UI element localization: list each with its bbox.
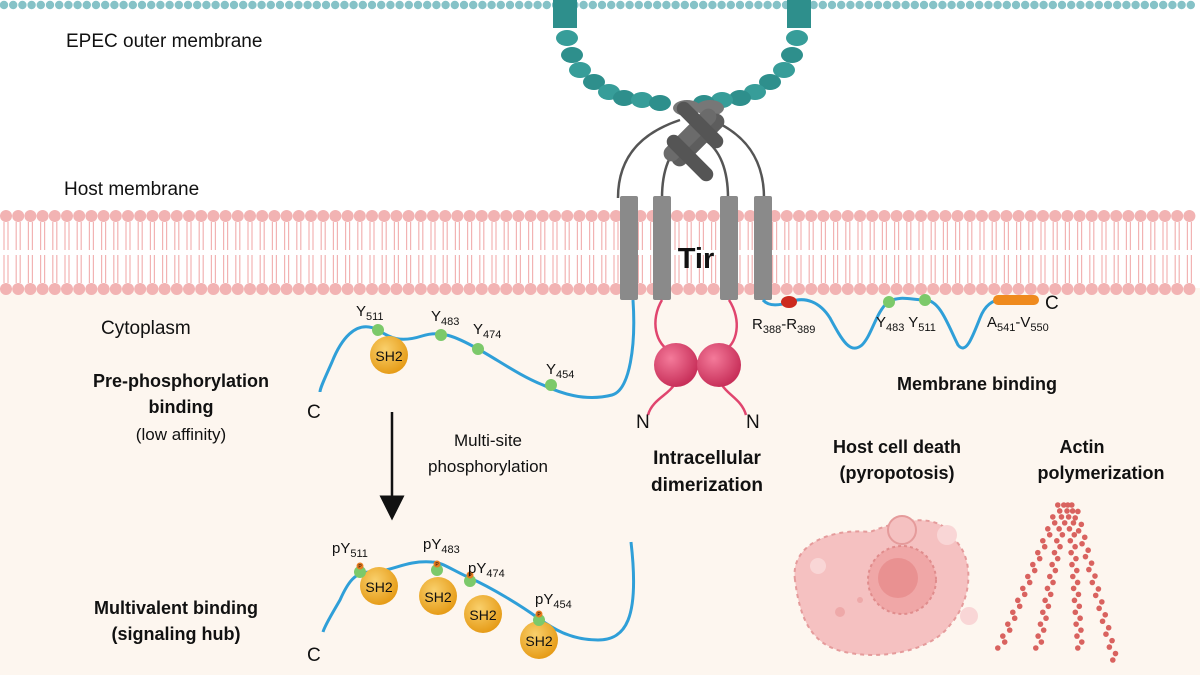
prephos-label-line2: binding (149, 397, 214, 417)
label-y483: Y483 (431, 308, 459, 328)
c-terminus-right: C (1045, 293, 1059, 314)
tyrosine-y483 (435, 329, 447, 341)
svg-text:P: P (435, 562, 439, 568)
tyrosine-y474 (472, 343, 484, 355)
n-terminus-right: N (746, 412, 760, 433)
sh2-domain-py454: SH2 P (520, 610, 558, 659)
amphipathic-helix (993, 295, 1039, 305)
epec-outer-membrane (0, 0, 1196, 10)
dimerization-label-line2: dimerization (651, 475, 763, 496)
host-membrane-label: Host membrane (64, 179, 199, 200)
label-y474: Y474 (473, 321, 501, 341)
c-terminus-lower: C (307, 645, 321, 666)
multisite-label-line1: Multi-site (454, 431, 522, 450)
cytoplasm-label: Cytoplasm (101, 318, 191, 339)
multivalent-label-line2: (signaling hub) (112, 624, 241, 644)
cytoplasm-region (0, 288, 1200, 675)
c-terminus-upper: C (307, 402, 321, 423)
actin-filament-icon (995, 502, 1119, 663)
actin-label-line1: Actin (1060, 437, 1105, 457)
n-terminus-left: N (636, 412, 650, 433)
prephos-label-line3: (low affinity) (136, 425, 226, 444)
svg-text:SH2: SH2 (365, 579, 392, 595)
dimerization-domain (646, 299, 748, 416)
cytoplasmic-chain-unphosphorylated (318, 299, 636, 399)
dimer-ball-left (654, 343, 698, 387)
intimin-protein (553, 0, 811, 111)
svg-text:P: P (537, 612, 541, 618)
label-r388-r389: R388-R389 (752, 316, 815, 336)
multisite-label-line2: phosphorylation (428, 457, 548, 476)
tir-transmembrane-helices (620, 196, 772, 300)
label-a541-v550: A541-V550 (987, 314, 1049, 334)
tyrosine-y483-right (883, 296, 895, 308)
tir-label: Tir (678, 243, 715, 275)
label-y483-y511-right: Y483 Y511 (876, 314, 936, 334)
svg-text:P: P (358, 564, 362, 570)
prephos-label-line1: Pre-phosphorylation (93, 371, 269, 391)
cell-death-label-line2: (pyropotosis) (840, 463, 955, 483)
outer-membrane-label: EPEC outer membrane (66, 31, 262, 52)
sh2-domain-py483: SH2 P (419, 560, 457, 615)
dimer-ball-right (697, 343, 741, 387)
actin-label-line2: polymerization (1037, 463, 1164, 483)
sh2-domain-py474: SH2 P (464, 571, 502, 633)
cytoplasmic-chain-phosphorylated (321, 541, 636, 642)
membrane-binding-label: Membrane binding (897, 374, 1057, 394)
label-py483: pY483 (423, 536, 460, 556)
label-y511: Y511 (356, 303, 384, 323)
host-membrane-bilayer (0, 210, 1196, 295)
sh2-domain-py511: SH2 P (354, 562, 398, 605)
svg-text:SH2: SH2 (375, 348, 402, 364)
arginine-patch (781, 296, 797, 308)
label-y454: Y454 (546, 361, 574, 381)
dimerization-label-line1: Intracellular (653, 448, 761, 469)
label-py511: pY511 (332, 540, 368, 560)
tir-intimin-binding-domain (616, 100, 766, 199)
sh2-domain-prephos: SH2 (370, 336, 408, 374)
label-py474: pY474 (468, 560, 505, 580)
label-py454: pY454 (535, 591, 572, 611)
cell-death-label-line1: Host cell death (833, 437, 961, 457)
svg-text:P: P (468, 573, 472, 579)
svg-text:SH2: SH2 (424, 589, 451, 605)
dying-cell-icon (793, 515, 978, 656)
svg-text:SH2: SH2 (525, 633, 552, 649)
tyrosine-y454 (545, 379, 557, 391)
tyrosine-y511-right (919, 294, 931, 306)
svg-text:SH2: SH2 (469, 607, 496, 623)
multivalent-label-line1: Multivalent binding (94, 598, 258, 618)
tyrosine-y511 (372, 324, 384, 336)
